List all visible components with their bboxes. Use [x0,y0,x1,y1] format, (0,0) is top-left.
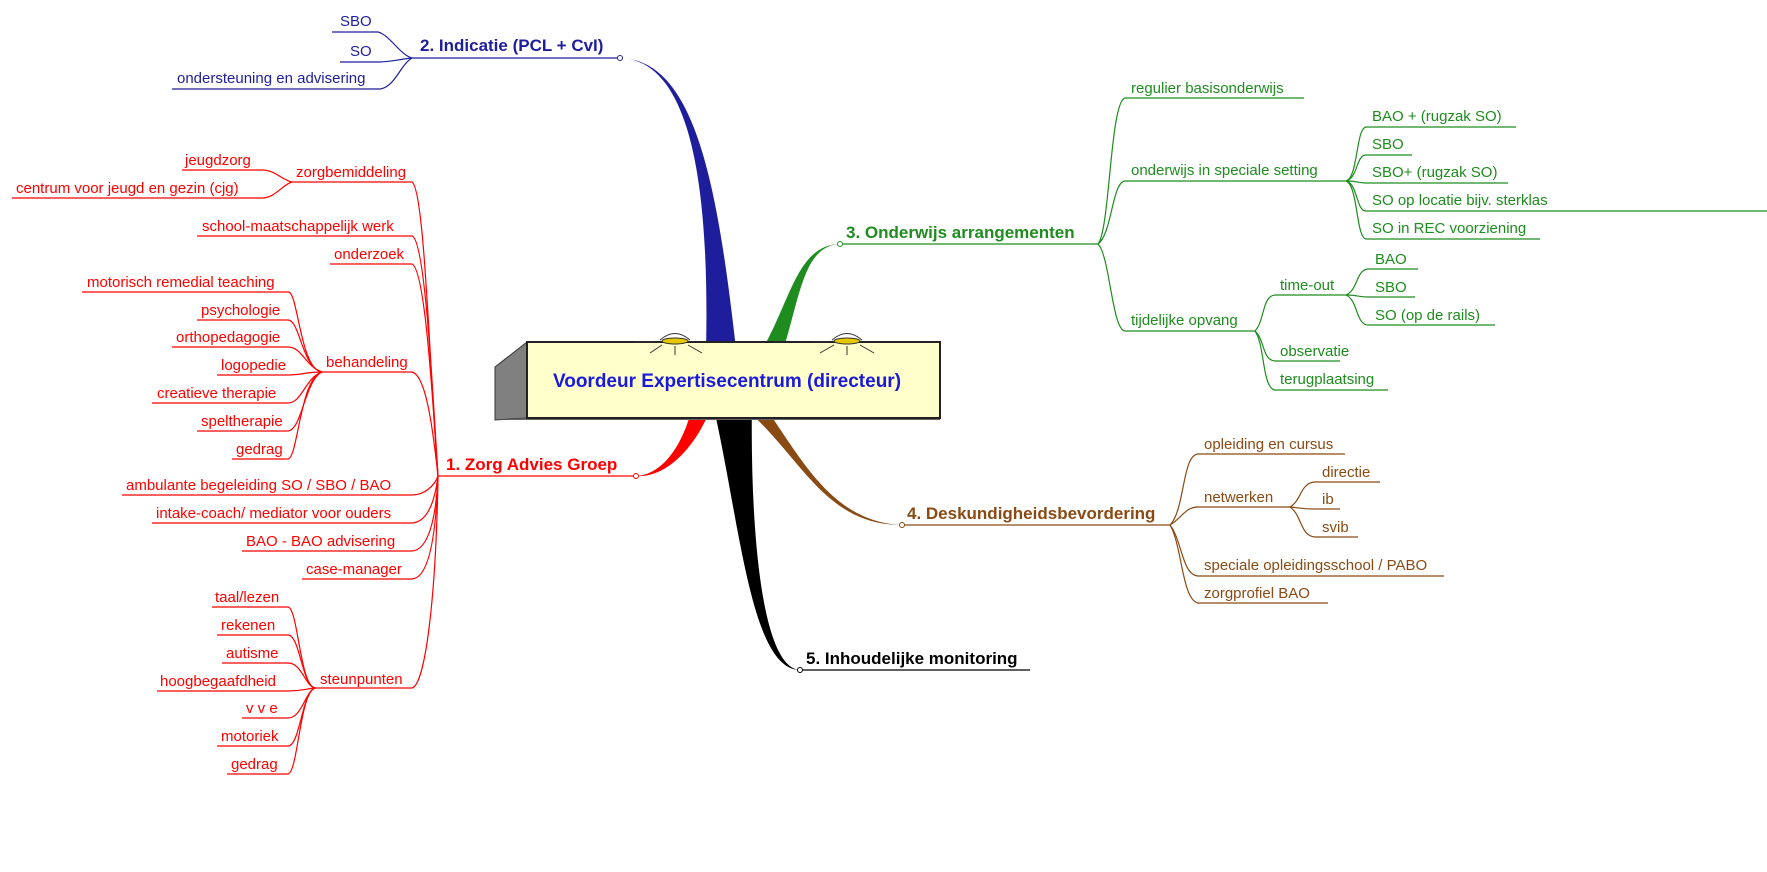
steunpunten-item[interactable]: hoogbegaafdheid [160,673,276,690]
indicatie-label[interactable]: 2. Indicatie (PCL + CvI) [420,36,603,55]
steunpunten-label[interactable]: steunpunten [320,671,403,688]
lamp-icon [634,333,703,355]
zorgbemiddeling-item[interactable]: centrum voor jeugd en gezin (cjg) [16,180,239,197]
speciale-setting-item[interactable]: BAO + (rugzak SO) [1372,108,1502,125]
zorg-item-onderzoek[interactable]: onderzoek [334,246,405,263]
branch-zorg-connector [636,415,708,477]
center-box-side [494,340,528,421]
steunpunten-item[interactable]: gedrag [231,756,278,773]
zorg-item-case-manager[interactable]: case-manager [306,561,402,578]
speciale-setting-item[interactable]: SBO+ (rugzak SO) [1372,164,1497,181]
deskundigheid-item-opleiding[interactable]: opleiding en cursus [1204,436,1333,453]
speciale-setting-item[interactable]: SO op locatie bijv. sterklas [1372,192,1548,209]
zorgbemiddeling-label[interactable]: zorgbemiddeling [296,164,406,181]
center-box-face [526,341,941,419]
timeout-item[interactable]: BAO [1375,251,1407,268]
behandeling-item[interactable]: logopedie [221,357,286,374]
zorg-item-intake[interactable]: intake-coach/ mediator voor ouders [156,505,391,522]
netwerken-item[interactable]: svib [1322,519,1349,536]
behandeling-item[interactable]: motorisch remedial teaching [87,274,275,291]
steunpunten-item[interactable]: motoriek [221,728,279,745]
zorg-item-ambulante[interactable]: ambulante begeleiding SO / SBO / BAO [126,477,391,494]
behandeling-item[interactable]: psychologie [201,302,280,319]
steunpunten-item[interactable]: autisme [226,645,279,662]
branch-monitoring-connector [712,400,800,670]
netwerken-item[interactable]: directie [1322,464,1370,481]
branch-deskundigheid-connector [735,400,902,525]
onderwijs-item-regulier[interactable]: regulier basisonderwijs [1131,80,1284,97]
speciale-setting-item[interactable]: SO in REC voorziening [1372,220,1526,237]
lamp-icon [812,333,875,355]
indicatie-item-so[interactable]: SO [350,43,372,60]
behandeling-item[interactable]: orthopedagogie [176,329,280,346]
netwerken-label[interactable]: netwerken [1204,489,1273,506]
steunpunten-item[interactable]: rekenen [221,617,275,634]
zorg-item-school-maatschappelijk[interactable]: school-maatschappelijk werk [202,218,394,235]
zorg-label[interactable]: 1. Zorg Advies Groep [446,455,617,474]
tijdelijke-item-terugplaatsing[interactable]: terugplaatsing [1280,371,1374,388]
behandeling-item[interactable]: creatieve therapie [157,385,276,402]
indicatie-item-sbo[interactable]: SBO [340,13,372,30]
behandeling-item[interactable]: gedrag [236,441,283,458]
center-title: Voordeur Expertisecentrum (directeur) [553,371,901,392]
behandeling-label[interactable]: behandeling [326,354,408,371]
netwerken-item[interactable]: ib [1322,491,1334,508]
deskundigheid-item-opleidingsschool[interactable]: speciale opleidingsschool / PABO [1204,557,1427,574]
tijdelijke-label[interactable]: tijdelijke opvang [1131,312,1238,329]
steunpunten-item[interactable]: v v e [246,700,278,717]
timeout-label[interactable]: time-out [1280,277,1335,294]
monitoring-label[interactable]: 5. Inhoudelijke monitoring [806,649,1018,668]
zorg-item-bao-advisering[interactable]: BAO - BAO advisering [246,533,395,550]
indicatie-item-ondersteuning[interactable]: ondersteuning en advisering [177,70,365,87]
tijdelijke-item-observatie[interactable]: observatie [1280,343,1349,360]
zorgbemiddeling-item[interactable]: jeugdzorg [184,152,251,169]
timeout-item[interactable]: SO (op de rails) [1375,307,1480,324]
speciale-setting-item[interactable]: SBO [1372,136,1404,153]
deskundigheid-item-zorgprofiel[interactable]: zorgprofiel BAO [1204,585,1310,602]
steunpunten-item[interactable]: taal/lezen [215,589,279,606]
onderwijs-label[interactable]: 3. Onderwijs arrangementen [846,223,1075,242]
behandeling-item[interactable]: speltherapie [201,413,283,430]
timeout-item[interactable]: SBO [1375,279,1407,296]
deskundigheid-label[interactable]: 4. Deskundigheidsbevordering [907,504,1155,523]
center-node[interactable]: Voordeur Expertisecentrum (directeur) [494,333,941,421]
speciale-setting-label[interactable]: onderwijs in speciale setting [1131,162,1318,179]
branch-indicatie-connector [620,58,740,385]
